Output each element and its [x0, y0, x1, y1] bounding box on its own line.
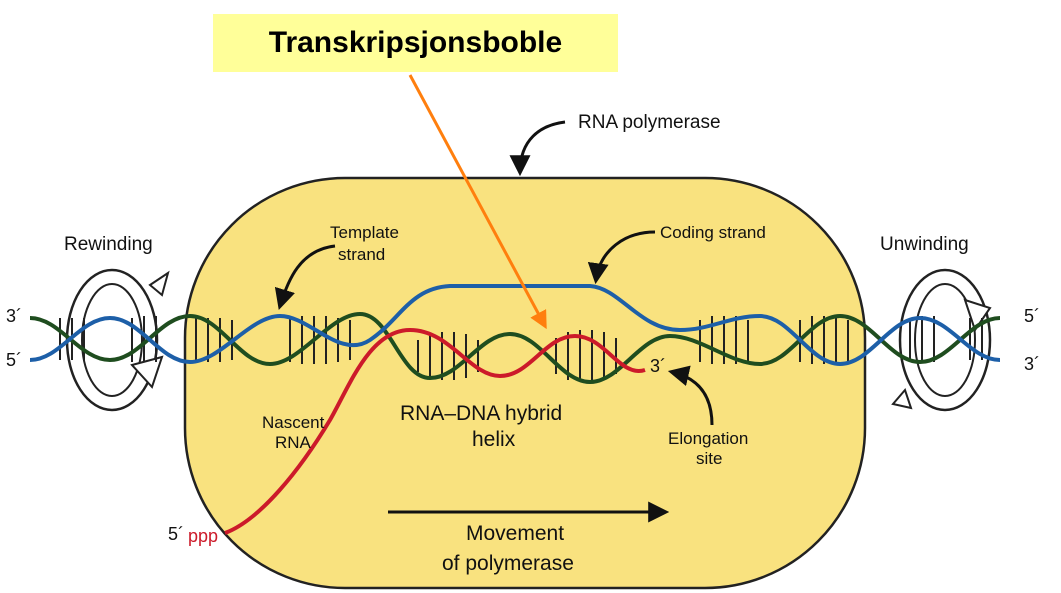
template-strand-label-1: Template — [330, 223, 399, 242]
coding-strand — [29, 284, 1001, 367]
left-top-end-label: 3´ — [6, 306, 22, 326]
rna-polymerase-label: RNA polymerase — [578, 112, 721, 133]
elongation-site-pointer — [667, 365, 714, 426]
nascent-rna-label-2: RNA — [275, 433, 312, 452]
rna-5prime-end-label: 5´ — [168, 524, 184, 544]
rna-polymerase-pointer — [509, 120, 566, 177]
elongation-site-label-1: Elongation — [668, 429, 748, 448]
hybrid-helix-label-1: RNA–DNA hybrid — [400, 402, 562, 425]
callout-arrow — [408, 74, 547, 330]
hybrid-helix-label-2: helix — [472, 428, 516, 451]
transcription-bubble-callout: Transkripsjonsboble — [213, 14, 618, 72]
callout-title: Transkripsjonsboble — [268, 26, 563, 59]
base-pairs-left — [59, 316, 351, 364]
elongation-site-label-2: site — [696, 449, 722, 468]
movement-label-2: of polymerase — [442, 552, 574, 575]
template-strand-pointer — [274, 244, 336, 311]
right-bottom-end-label: 3´ — [1024, 354, 1040, 374]
rna-3prime-end-label: 3´ — [650, 356, 666, 376]
left-bottom-end-label: 5´ — [6, 350, 22, 370]
ppp-label: ppp — [188, 526, 218, 546]
coding-strand-pointer — [587, 230, 656, 285]
right-top-end-label: 5´ — [1024, 306, 1040, 326]
nascent-rna-label-1: Nascent — [262, 413, 325, 432]
template-strand — [29, 311, 1001, 385]
unwinding-label: Unwinding — [880, 234, 969, 255]
rewinding-label: Rewinding — [64, 234, 153, 255]
rna-polymerase-body — [183, 176, 867, 590]
coding-strand-label: Coding strand — [660, 223, 766, 242]
unwinding-arrow-icon — [891, 268, 992, 412]
rna-strand — [224, 327, 646, 535]
movement-label-1: Movement — [466, 522, 564, 545]
template-strand-label-2: strand — [338, 245, 385, 264]
